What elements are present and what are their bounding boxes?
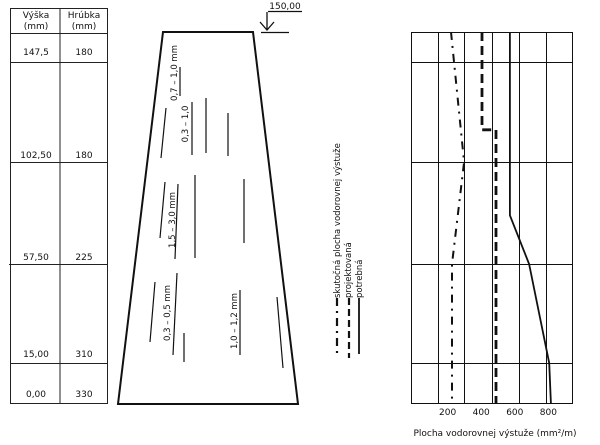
legend: skutočná plocha vodorovnej výstuže proje…	[332, 143, 365, 358]
top-level-label: 150,00	[269, 2, 301, 12]
height-thickness-table	[9, 8, 108, 404]
level-marker	[259, 10, 302, 34]
crack-line	[149, 281, 156, 343]
table-cell-height: 147,5	[23, 48, 49, 58]
crack-line	[159, 181, 166, 239]
crack-label: 0,7 – 1,0 mm	[170, 45, 180, 101]
table-cell-thickness: 225	[75, 253, 92, 263]
wall-section	[116, 31, 300, 405]
x-tick-label: 600	[506, 408, 523, 418]
crack-label: 0,3 – 1,0	[181, 106, 191, 143]
x-tick-label: 400	[473, 408, 490, 418]
chart-series	[450, 31, 552, 404]
series-line-solid	[508, 32, 552, 404]
legend-label-actual: skutočná plocha vodorovnej výstuže	[332, 143, 343, 298]
x-ticks: 200 400 600 800	[439, 408, 557, 418]
header-height: Výška	[23, 10, 50, 21]
table-cell-thickness: 180	[75, 151, 92, 161]
table-cell-height: 0,00	[26, 390, 46, 400]
crack-label: 1,5 – 3,0 mm	[168, 192, 178, 248]
series-line-dashed	[480, 32, 498, 403]
table-cell-thickness: 180	[75, 48, 92, 58]
crack-line	[276, 296, 284, 369]
legend-label-designed: projektovaná	[344, 242, 354, 298]
legend-label-required: potrebná	[355, 260, 365, 298]
header-thickness-unit: (mm)	[72, 22, 97, 32]
x-axis-label: Plocha vodorovnej výstuže (mm²/m)	[413, 429, 576, 439]
table-cell-height: 102,50	[20, 151, 52, 161]
table-cell-height: 15,00	[23, 350, 49, 360]
crack-label: 1,0 – 1,2 mm	[230, 293, 240, 349]
x-tick-label: 200	[439, 408, 456, 418]
header-height-unit: (mm)	[24, 22, 49, 32]
chart-grid	[411, 32, 572, 403]
x-tick-label: 800	[540, 408, 557, 418]
reinforcement-chart: 200 400 600 800 Plocha vodorovnej výstuže (…	[411, 31, 577, 439]
header-thickness: Hrúbka	[68, 11, 100, 21]
crack-label: 0,3 – 0,5 mm	[163, 285, 173, 341]
crack-line	[174, 183, 179, 260]
crack-line	[172, 272, 178, 356]
series-line-dash-dot	[450, 31, 466, 403]
crack-line	[160, 107, 167, 159]
cracks	[149, 67, 284, 369]
table-cell-height: 57,50	[23, 253, 49, 263]
table-cell-thickness: 310	[75, 350, 92, 360]
table-cell-thickness: 330	[75, 390, 92, 400]
